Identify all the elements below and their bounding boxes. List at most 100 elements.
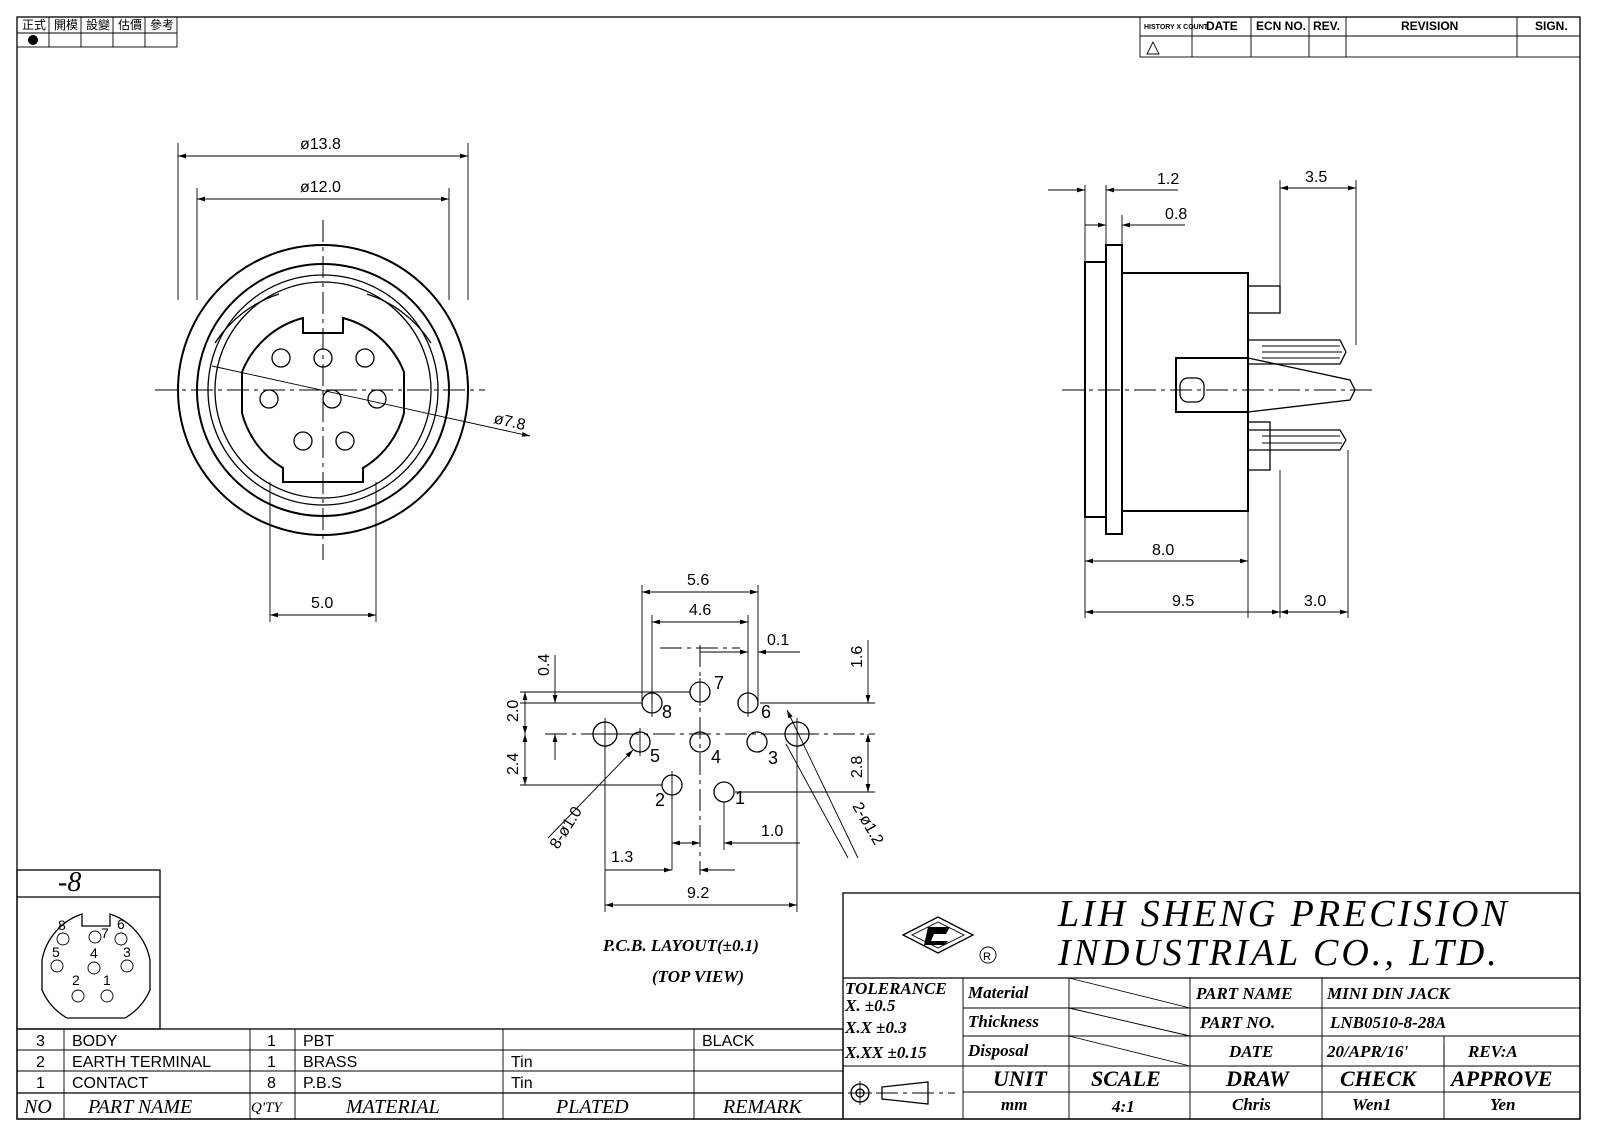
check-value: Wen1 — [1352, 1095, 1391, 1114]
pcb-pin-3: 3 — [768, 748, 778, 768]
pcb-caption-sub: (TOP VIEW) — [652, 967, 744, 986]
dim-9-2: 9.2 — [687, 885, 709, 902]
dim-2-0: 2.0 — [505, 700, 522, 722]
pcb-pin-2: 2 — [655, 790, 665, 810]
status-block: 正式 開模 設變 估價 參考 — [16, 16, 178, 48]
dim-body: 8.0 — [1152, 542, 1174, 559]
unit-label: UNIT — [993, 1066, 1048, 1091]
rev-header-ecn: ECN NO. — [1256, 19, 1306, 33]
callout-large-holes: 2-ø1.2 — [849, 800, 887, 849]
variant-pin-1: 1 — [103, 972, 111, 988]
rev-header-sign: SIGN. — [1535, 19, 1568, 33]
rev-header-rev: REV. — [1313, 19, 1340, 33]
projection-symbol-icon — [848, 1081, 955, 1105]
bom-part-name: BODY — [72, 1033, 118, 1050]
status-cell-quote: 估價 — [118, 18, 142, 32]
bom-remark: BLACK — [702, 1033, 755, 1050]
pcb-caption: P.C.B. LAYOUT(±0.1) — [602, 936, 759, 955]
dim-2-8: 2.8 — [849, 756, 866, 778]
variant-pin-6: 6 — [117, 916, 125, 932]
bom-table: 3 BODY 1 PBT BLACK 2 EARTH TERMINAL 1 BR… — [16, 1028, 844, 1120]
variant-pin-5: 5 — [52, 944, 60, 960]
callout-small-holes: 8-ø1.0 — [547, 804, 586, 852]
variant-pin-2: 2 — [72, 972, 80, 988]
bom-no: 1 — [36, 1075, 45, 1092]
dim-1-6: 1.6 — [849, 646, 866, 668]
dim-inner-dia: ø12.0 — [300, 179, 341, 196]
bom-plated: Tin — [511, 1054, 533, 1071]
material-label: Material — [967, 983, 1029, 1002]
scale-label: SCALE — [1091, 1066, 1161, 1091]
bom-material: PBT — [303, 1033, 334, 1050]
status-cell-change: 設變 — [86, 17, 110, 32]
status-cell-tooling: 開模 — [54, 18, 78, 32]
bom-qty: 1 — [267, 1033, 276, 1050]
disposal-label: Disposal — [967, 1041, 1029, 1060]
pcb-layout: 1 2 3 4 5 6 7 8 5.6 4.6 0.1 2.0 2.4 0.4 — [505, 572, 886, 986]
dim-2-4: 2.4 — [505, 753, 522, 775]
title-block: R LIH SHENG PRECISION INDUSTRIAL CO., LT… — [842, 892, 1581, 1120]
bom-header-remark: REMARK — [722, 1096, 804, 1118]
bom-header-part-name: PART NAME — [87, 1096, 192, 1118]
tolerance-label: TOLERANCE — [845, 979, 947, 998]
rev-header-history: HISTORY X COUNT — [1144, 24, 1209, 31]
pcb-pin-5: 5 — [650, 746, 660, 766]
dim-flange: 1.2 — [1157, 171, 1179, 188]
check-label: CHECK — [1340, 1066, 1417, 1091]
bom-header-plated: PLATED — [555, 1096, 629, 1118]
tolerance-xxx: X.XX ±0.15 — [844, 1043, 927, 1062]
rev-header-date: DATE — [1206, 19, 1238, 33]
dim-outer-dia: ø13.8 — [300, 136, 341, 153]
variant-pin-4: 4 — [90, 945, 98, 961]
part-name-value: MINI DIN JACK — [1326, 984, 1451, 1003]
dim-pin-circle: ø7.8 — [492, 410, 527, 434]
scale-value: 4:1 — [1111, 1097, 1135, 1116]
bom-no: 3 — [36, 1033, 45, 1050]
bom-qty: 8 — [267, 1075, 276, 1092]
draw-label: DRAW — [1225, 1066, 1290, 1091]
dim-key-width: 5.0 — [311, 595, 333, 612]
status-cell-official: 正式 — [22, 18, 46, 32]
dim-plate: 0.8 — [1165, 206, 1187, 223]
revision-table: HISTORY X COUNT DATE ECN NO. REV. REVISI… — [1139, 16, 1581, 58]
dim-4-6: 4.6 — [689, 602, 711, 619]
front-view: ø13.8 ø12.0 ø7.8 5.0 — [155, 136, 531, 622]
status-cell-reference: 參考 — [150, 17, 174, 32]
company-name-line1: LIH SHENG PRECISION — [1057, 893, 1510, 935]
dim-1-3: 1.3 — [611, 849, 633, 866]
registered-mark: R — [983, 951, 991, 963]
bom-plated: Tin — [511, 1075, 533, 1092]
bom-header-no: NO — [23, 1096, 52, 1118]
status-marker-icon — [28, 35, 38, 45]
company-logo-icon: R — [901, 916, 997, 964]
dim-5-6: 5.6 — [687, 572, 709, 589]
dim-0-1: 0.1 — [767, 632, 789, 649]
pcb-pin-4: 4 — [711, 747, 721, 767]
variant-pin-8: 8 — [58, 917, 66, 933]
variant-label: -8 — [58, 867, 81, 898]
draw-value: Chris — [1232, 1095, 1271, 1114]
bom-no: 2 — [36, 1054, 45, 1071]
part-no-label: PART NO. — [1199, 1013, 1275, 1032]
variant-pin-7: 7 — [101, 925, 109, 941]
dim-1-0: 1.0 — [761, 823, 783, 840]
rev-header-revision: REVISION — [1401, 19, 1458, 33]
bom-qty: 1 — [267, 1054, 276, 1071]
bom-header-material: MATERIAL — [345, 1096, 440, 1118]
pcb-pin-8: 8 — [662, 702, 672, 722]
pcb-pin-7: 7 — [714, 673, 724, 693]
approve-value: Yen — [1490, 1095, 1516, 1114]
bom-part-name: CONTACT — [72, 1075, 148, 1092]
bom-material: BRASS — [303, 1054, 357, 1071]
thickness-label: Thickness — [968, 1012, 1039, 1031]
pcb-pin-1: 1 — [735, 788, 745, 808]
dim-pins: 3.0 — [1304, 593, 1326, 610]
part-name-label: PART NAME — [1195, 984, 1293, 1003]
bom-header-qty: Q'TY — [251, 1100, 283, 1116]
side-view: 1.2 0.8 3.5 8.0 9.5 3.0 — [1048, 169, 1375, 618]
variant-box: -8 8 7 6 5 4 3 2 1 — [16, 867, 161, 1030]
date-value: 20/APR/16' — [1326, 1042, 1409, 1061]
part-no-value: LNB0510-8-28A — [1329, 1013, 1446, 1032]
dim-tab: 3.5 — [1305, 169, 1327, 186]
